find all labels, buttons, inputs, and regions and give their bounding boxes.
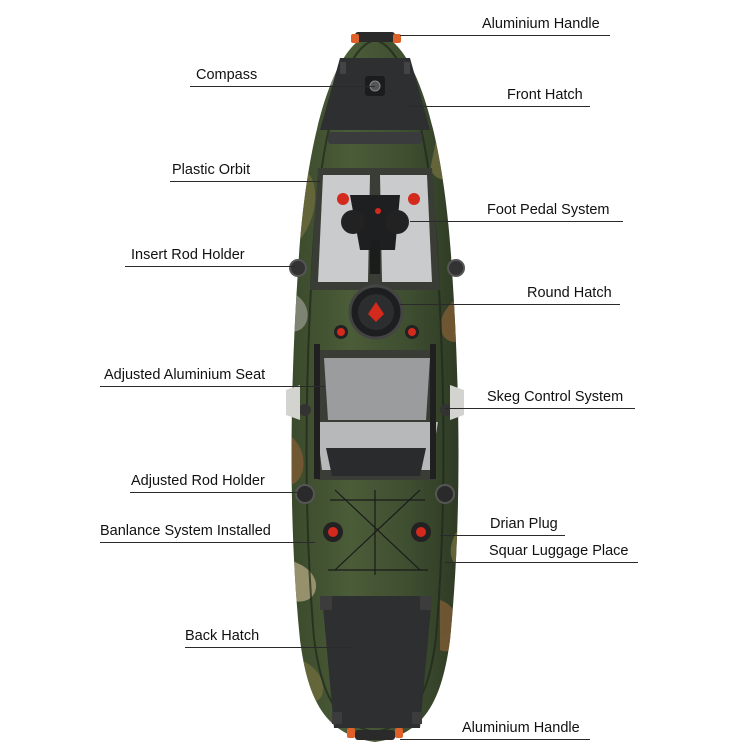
leader-adjusted-aluminium-seat (100, 386, 325, 387)
leader-skeg-control-system (445, 408, 635, 409)
bottom-handle (347, 728, 403, 740)
leader-adjusted-rod-holder (130, 492, 300, 493)
leader-balance-system (100, 542, 315, 543)
back-hatch (320, 596, 432, 728)
leader-aluminium-handle-bottom (400, 739, 590, 740)
cockpit (289, 168, 465, 290)
leader-square-luggage-place (445, 562, 638, 563)
leader-foot-pedal-system (410, 221, 623, 222)
leader-aluminium-handle-top (400, 35, 610, 36)
leader-drain-plug (440, 535, 565, 536)
label-round-hatch: Round Hatch (527, 285, 612, 301)
label-balance-system-installed: Banlance System Installed (100, 523, 271, 539)
leader-compass (190, 86, 375, 87)
leader-back-hatch (185, 647, 350, 648)
leader-front-hatch (410, 106, 590, 107)
round-hatch-area (299, 284, 452, 416)
seat (286, 344, 464, 480)
label-aluminium-handle-bottom: Aluminium Handle (462, 720, 580, 736)
label-drain-plug: Drian Plug (490, 516, 558, 532)
label-plastic-orbit: Plastic Orbit (172, 162, 251, 178)
label-compass: Compass (196, 67, 258, 83)
leader-round-hatch (400, 304, 620, 305)
leader-plastic-orbit (170, 181, 320, 182)
front-hatch (320, 58, 430, 144)
leader-insert-rod-holder (125, 266, 295, 267)
label-square-luggage-place: Squar Luggage Place (489, 543, 629, 559)
rear-deck (295, 484, 455, 575)
label-insert-rod-holder: Insert Rod Holder (131, 247, 245, 263)
top-handle (351, 32, 401, 43)
label-front-hatch: Front Hatch (507, 87, 583, 103)
label-foot-pedal-system: Foot Pedal System (487, 202, 610, 218)
label-aluminium-handle-top: Aluminium Handle (482, 16, 600, 32)
label-adjusted-aluminium-seat: Adjusted Aluminium Seat (104, 367, 266, 383)
label-skeg-control-system: Skeg Control System (487, 389, 624, 405)
label-adjusted-rod-holder: Adjusted Rod Holder (131, 473, 265, 489)
label-back-hatch: Back Hatch (185, 628, 260, 644)
